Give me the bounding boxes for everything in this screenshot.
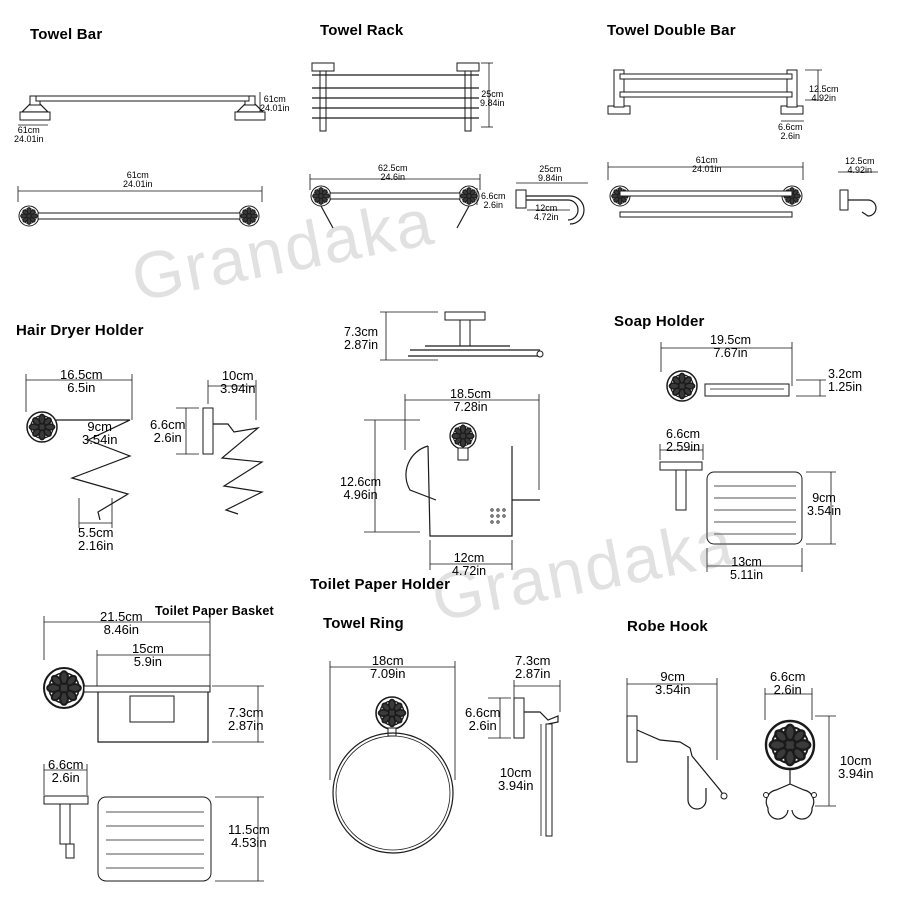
towel-double-bar-drawing [607, 69, 878, 218]
towel-rack-drawing [309, 62, 588, 229]
towel-bar-drawing [17, 92, 266, 227]
title-toilet-paper-basket: Toilet Paper Basket [155, 604, 274, 618]
title-towel-double-bar: Towel Double Bar [607, 22, 736, 39]
toilet-paper-basket-drawing [43, 616, 264, 882]
toilet-paper-holder-drawing [364, 311, 544, 570]
title-toilet-paper-holder: Toilet Paper Holder [310, 576, 451, 593]
title-towel-ring: Towel Ring [323, 615, 404, 632]
title-soap-holder: Soap Holder [614, 313, 705, 330]
title-towel-bar: Towel Bar [30, 26, 103, 43]
soap-holder-drawing [659, 342, 836, 572]
title-hair-dryer-holder: Hair Dryer Holder [16, 322, 144, 339]
towel-ring-drawing [329, 661, 561, 854]
title-robe-hook: Robe Hook [627, 618, 708, 635]
hair-dryer-holder-drawing [25, 374, 264, 528]
robe-hook-drawing [626, 678, 836, 820]
title-towel-rack: Towel Rack [320, 22, 404, 39]
